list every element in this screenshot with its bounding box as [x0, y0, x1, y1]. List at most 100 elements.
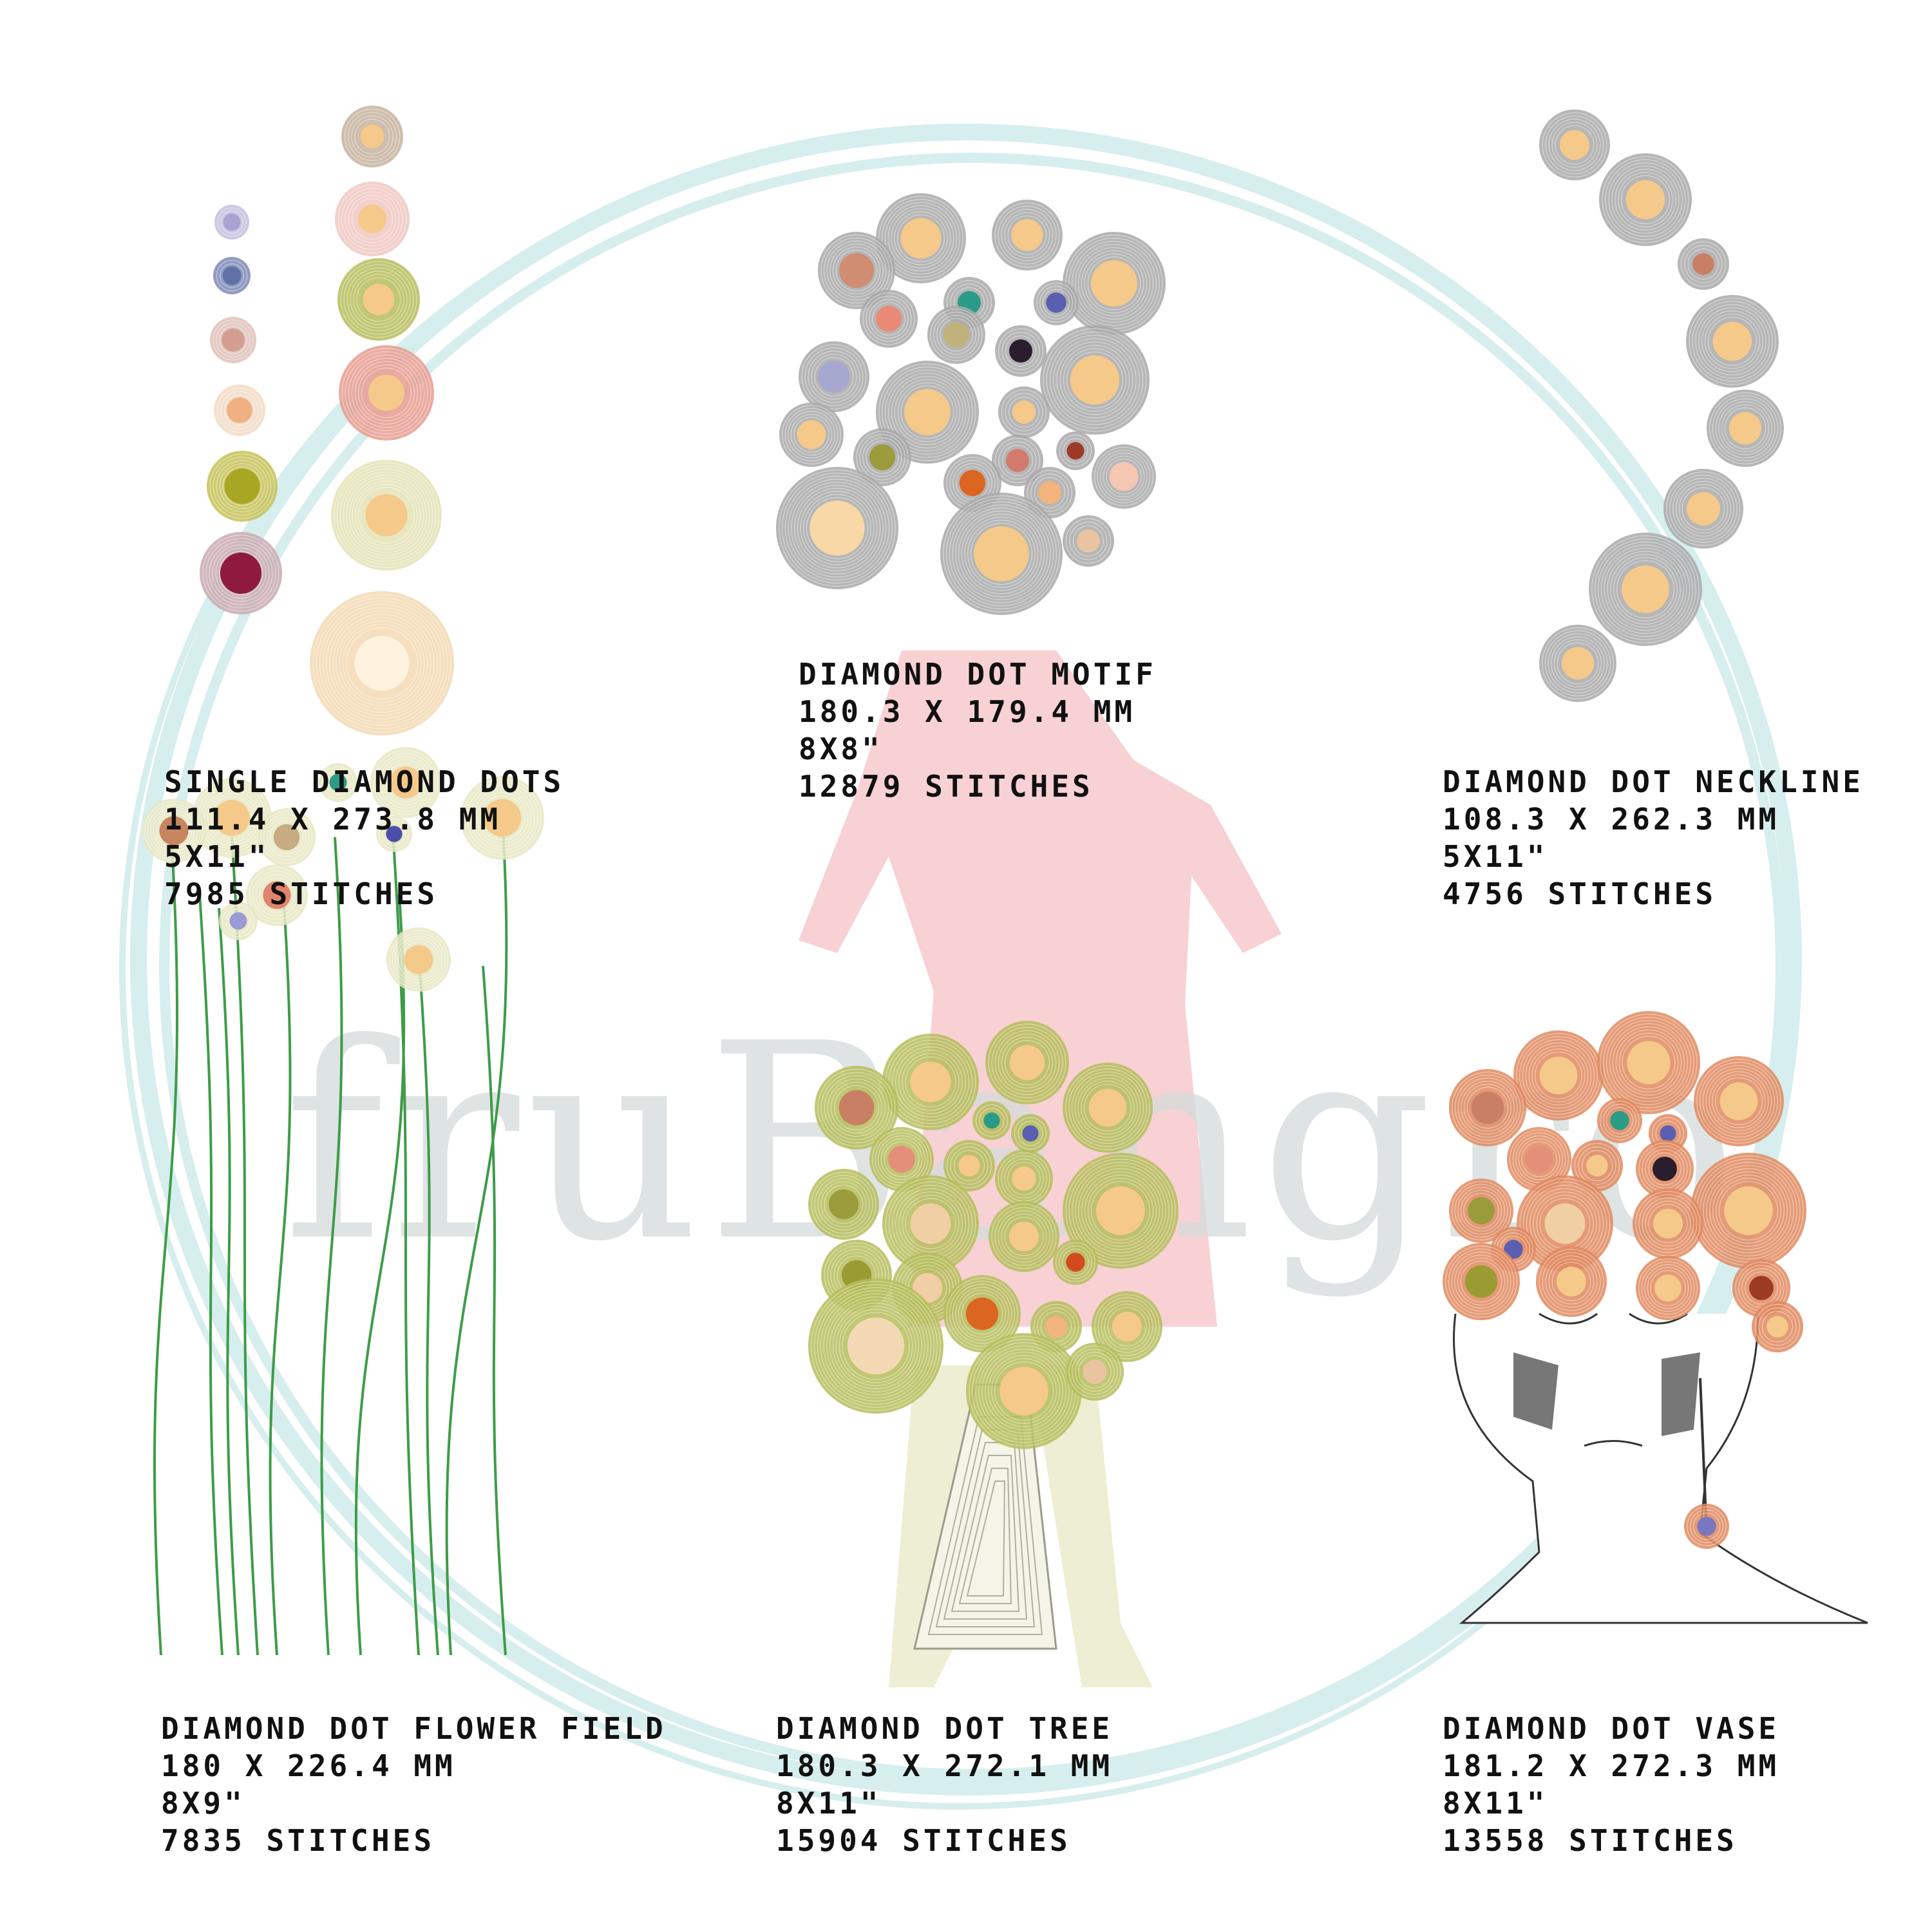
design-size-mm: 180.3 x 179.4 mm	[799, 694, 1136, 729]
diamond-dot	[853, 428, 911, 486]
diamond-dot	[966, 1333, 1082, 1449]
diamond-dot	[1636, 1256, 1700, 1320]
hoop-rings	[119, 124, 1802, 1810]
diamond-dot	[310, 591, 454, 735]
diamond-dot	[998, 386, 1050, 438]
diamond-dot	[808, 1169, 879, 1240]
design-caption-flower-field: Diamond dot flower field 180 x 226.4 mm …	[161, 1710, 667, 1859]
diamond-dot	[1536, 1246, 1607, 1317]
vase-design	[1443, 1011, 1868, 1624]
design-title: Diamond dot motif	[799, 657, 1157, 692]
diamond-dot	[1678, 238, 1729, 290]
diamond-dot	[1539, 625, 1616, 702]
design-size-in: 8x8"	[799, 732, 883, 766]
diamond-dot	[779, 402, 844, 467]
diamond-dot	[1092, 444, 1156, 509]
diamond-dot	[210, 317, 256, 363]
diamond-dot	[1707, 390, 1784, 467]
diamond-dot	[1092, 1291, 1162, 1362]
design-caption-single-dots: Single diamond dots 111.4 x 273.8 mm 5x1…	[164, 763, 564, 913]
diamond-dot	[1066, 1343, 1124, 1401]
design-size-in: 8x9"	[161, 1786, 245, 1821]
diamond-dot	[992, 200, 1063, 270]
diamond-dot	[460, 776, 544, 860]
tree-design	[808, 1021, 1179, 1650]
diamond-dot	[1599, 153, 1692, 246]
design-title: Diamond dot flower field	[161, 1711, 667, 1746]
design-title: Single diamond dots	[164, 764, 565, 799]
diamond-dot	[214, 384, 265, 436]
diamond-dot	[943, 1140, 995, 1191]
diamond-dot	[386, 927, 451, 992]
diamond-dot	[1034, 280, 1079, 325]
diamond-dot	[370, 747, 441, 818]
diamond-dot	[972, 1101, 1011, 1140]
diamond-dot	[815, 1066, 898, 1150]
design-stitches: 7985 stitches	[164, 876, 439, 911]
design-title: Diamond dot neckline	[1443, 764, 1864, 799]
diamond-dot	[142, 799, 206, 863]
diamond-dot	[1053, 1240, 1098, 1285]
diamond-dot	[989, 1201, 1059, 1272]
diamond-dot	[1684, 1504, 1729, 1549]
diamond-dot	[192, 778, 272, 858]
diamond-dot	[335, 182, 410, 256]
diamond-dot	[995, 1150, 1053, 1208]
design-size-in: 8x11"	[776, 1786, 882, 1821]
design-caption-neckline: Diamond dot neckline 108.3 x 262.3 mm 5x…	[1443, 763, 1864, 913]
diamond-dot	[1663, 469, 1743, 549]
diamond-dot	[219, 902, 258, 940]
design-size-mm: 181.2 x 272.3 mm	[1443, 1748, 1780, 1783]
diamond-dot	[860, 290, 918, 348]
diamond-dot	[1694, 1056, 1784, 1146]
diamond-dot	[882, 1175, 979, 1272]
diamond-dot	[1443, 1243, 1520, 1320]
design-caption-vase: Diamond dot vase 181.2 x 272.3 mm 8x11" …	[1443, 1710, 1779, 1859]
diamond-dot	[200, 532, 282, 614]
design-size-in: 8x11"	[1443, 1786, 1548, 1821]
diamond-dot	[808, 1278, 943, 1414]
design-title: Diamond dot vase	[1443, 1711, 1780, 1746]
design-size-mm: 108.3 x 262.3 mm	[1443, 802, 1780, 837]
diamond-dot	[992, 435, 1043, 486]
diamond-dot	[341, 106, 403, 167]
design-title: Diamond dot tree	[776, 1711, 1113, 1746]
diamond-dot	[331, 460, 442, 571]
diamond-dot	[1063, 515, 1114, 567]
diamond-dot	[207, 451, 278, 522]
diamond-dot	[882, 1034, 979, 1130]
diamond-dot	[246, 864, 308, 926]
diamond-dot	[1507, 1127, 1571, 1191]
diamond-dot	[1449, 1069, 1526, 1146]
diamond-dot	[1063, 1153, 1179, 1269]
diamond-dot	[1633, 1188, 1703, 1259]
design-caption-motif: Diamond dot motif 180.3 x 179.4 mm 8x8" …	[799, 656, 1157, 805]
design-size-mm: 180.3 x 272.1 mm	[776, 1748, 1113, 1783]
diamond-dot	[213, 257, 251, 294]
diamond-dot	[1686, 295, 1779, 388]
diamond-dot	[927, 306, 985, 364]
diamond-dot	[776, 467, 898, 589]
diamond-dot	[1063, 1063, 1153, 1153]
diamond-dot	[1597, 1011, 1700, 1114]
design-size-in: 5x11"	[164, 839, 270, 874]
design-size-in: 5x11"	[1443, 839, 1548, 874]
diamond-dot	[1589, 533, 1702, 646]
diamond-dot	[818, 232, 895, 309]
diamond-dot	[876, 193, 966, 283]
motif-design	[776, 193, 1166, 615]
diamond-dot	[214, 205, 249, 240]
diamond-dot	[1539, 109, 1610, 180]
design-stitches: 13558 stitches	[1443, 1823, 1738, 1858]
diamond-dot	[319, 763, 357, 802]
neckline-design	[1539, 109, 1784, 702]
diamond-dot	[943, 1275, 1021, 1352]
diamond-dot	[1063, 232, 1166, 335]
diamond-dot	[258, 808, 316, 866]
diamond-dot	[985, 1021, 1069, 1104]
diamond-dot	[337, 258, 420, 341]
diamond-dot	[1752, 1301, 1803, 1352]
diamond-dot	[1449, 1179, 1513, 1243]
diamond-dot	[1040, 325, 1150, 435]
